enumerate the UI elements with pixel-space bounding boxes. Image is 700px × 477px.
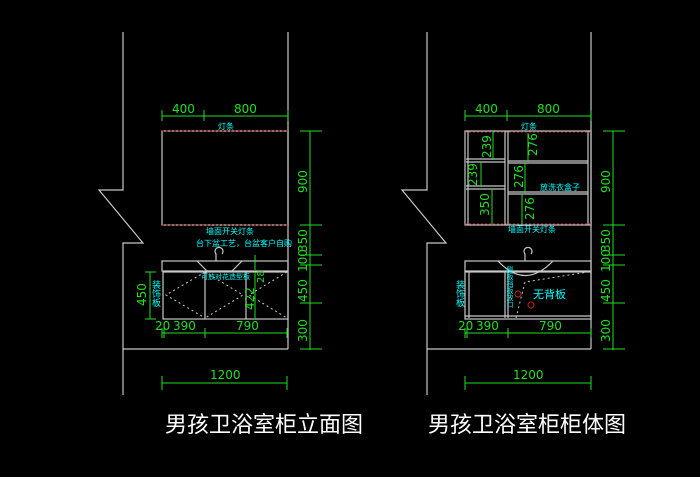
label-wall-switch: 墙面开关灯条 — [508, 224, 556, 234]
dim-390: 390 — [173, 319, 196, 333]
dim-239: 239 — [480, 135, 494, 158]
label-basin-note: 台下盆工艺，台盆客户自购 — [196, 238, 292, 248]
dim-790: 790 — [539, 319, 562, 333]
cabinet-body — [464, 271, 592, 320]
top-dimension — [464, 110, 592, 121]
basin — [196, 260, 243, 272]
dim-390: 390 — [476, 319, 499, 333]
mirror-panel — [161, 130, 289, 226]
bottom-dimension — [464, 328, 592, 338]
dim-28: 28 — [256, 270, 267, 283]
dim-900: 900 — [296, 170, 310, 193]
wall-outline — [97, 32, 289, 395]
label-box-note: 放洗衣盒子 — [540, 182, 580, 192]
dim-20: 20 — [155, 319, 170, 333]
label-decor-panel: 装饰板 — [454, 279, 465, 308]
countertop — [464, 260, 592, 272]
dim-350: 350 — [478, 193, 492, 216]
wall-outline — [400, 32, 592, 395]
cabinet-body — [162, 271, 289, 320]
dim-790: 790 — [236, 319, 259, 333]
pipe-hole-icon — [527, 301, 535, 309]
dim-900: 900 — [599, 170, 613, 193]
dim-100: 100 — [296, 249, 310, 272]
cabinet-partitions — [465, 272, 591, 318]
dim-422: 422 — [243, 287, 257, 310]
right-dimension — [300, 130, 322, 350]
dim-800: 800 — [537, 102, 560, 116]
left-dimension — [145, 271, 156, 320]
label-panel-note: 可放对花造型板 — [201, 272, 250, 281]
dim-1200: 1200 — [210, 368, 241, 382]
label-light-strip: 灯条 — [521, 121, 537, 131]
bottom-dimension — [161, 328, 288, 338]
shelves — [466, 131, 589, 225]
dim-276: 276 — [523, 197, 537, 220]
dim-400: 400 — [172, 102, 195, 116]
dim-20: 20 — [458, 319, 473, 333]
dim-450: 450 — [599, 279, 613, 302]
label-side-note: 侧板挡板放口 — [506, 265, 514, 308]
dim-400: 400 — [475, 102, 498, 116]
countertop — [161, 260, 289, 272]
label-wall-switch: 墙面开关灯条 — [206, 226, 254, 236]
faucet-icon — [214, 246, 224, 261]
dim-300: 300 — [296, 319, 310, 342]
right-title: 男孩卫浴室柜柜体图 — [428, 413, 626, 438]
dim-276: 276 — [526, 133, 540, 156]
basin — [497, 260, 554, 276]
label-decor-panel: 装饰板 — [150, 279, 161, 308]
label-no-back: 无背板 — [533, 287, 566, 301]
dim-300: 300 — [599, 319, 613, 342]
dim-100: 100 — [599, 249, 613, 272]
right-cabinet-drawing: 239 239 350 276 276 276 400 800 900 350 … — [400, 32, 626, 438]
overall-dimension — [161, 376, 288, 390]
dim-800: 800 — [234, 102, 257, 116]
top-dimension — [161, 110, 289, 121]
door-swing-lines — [165, 271, 288, 319]
dim-350: 350 — [296, 229, 310, 252]
dim-450: 450 — [296, 279, 310, 302]
label-light-strip: 灯条 — [218, 121, 234, 131]
overall-dimension — [464, 376, 592, 390]
dim-1200: 1200 — [513, 368, 544, 382]
left-elevation: 400 800 900 350 100 450 300 450 28 422 2… — [97, 32, 363, 438]
left-title: 男孩卫浴室柜立面图 — [165, 413, 363, 438]
pipe-hole-icon — [514, 290, 522, 298]
mirror-cabinet — [464, 130, 592, 226]
shelf-dimensions — [480, 131, 529, 224]
dim-350: 350 — [599, 229, 613, 252]
dim-276: 276 — [512, 165, 526, 188]
dim-450-left: 450 — [135, 283, 149, 306]
right-dimension — [603, 130, 625, 350]
faucet-icon — [523, 246, 533, 261]
dim-239: 239 — [466, 163, 480, 186]
